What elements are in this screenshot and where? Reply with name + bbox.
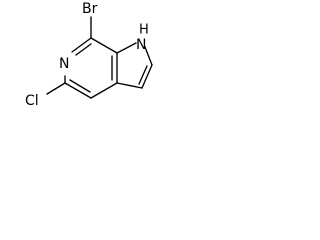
bond-c7-c7a [90,37,118,54]
nh-nitrogen-label: N [136,37,146,53]
bond-c4-c5-inner [69,79,91,93]
bond-c7a-n1 [116,42,137,54]
bromine-label: Br [82,1,98,17]
bond-c3a-c4 [90,82,118,99]
bond-c2-c3 [141,64,153,89]
ring-nitrogen-label: N [59,56,69,72]
bond-c3-c3a [116,82,143,89]
chemical-structure-diagram: Br N H N Cl [25,1,153,109]
bond-c4-c5 [64,82,92,99]
bond-c5-cl [46,82,66,95]
bond-n6-c7-inner [75,43,92,56]
nh-hydrogen-label: H [139,23,149,38]
bond-c2-c3-inner [138,65,148,85]
bond-n1-c2 [144,46,153,66]
bond-n6-c7 [71,37,92,53]
chlorine-label: Cl [25,93,39,109]
